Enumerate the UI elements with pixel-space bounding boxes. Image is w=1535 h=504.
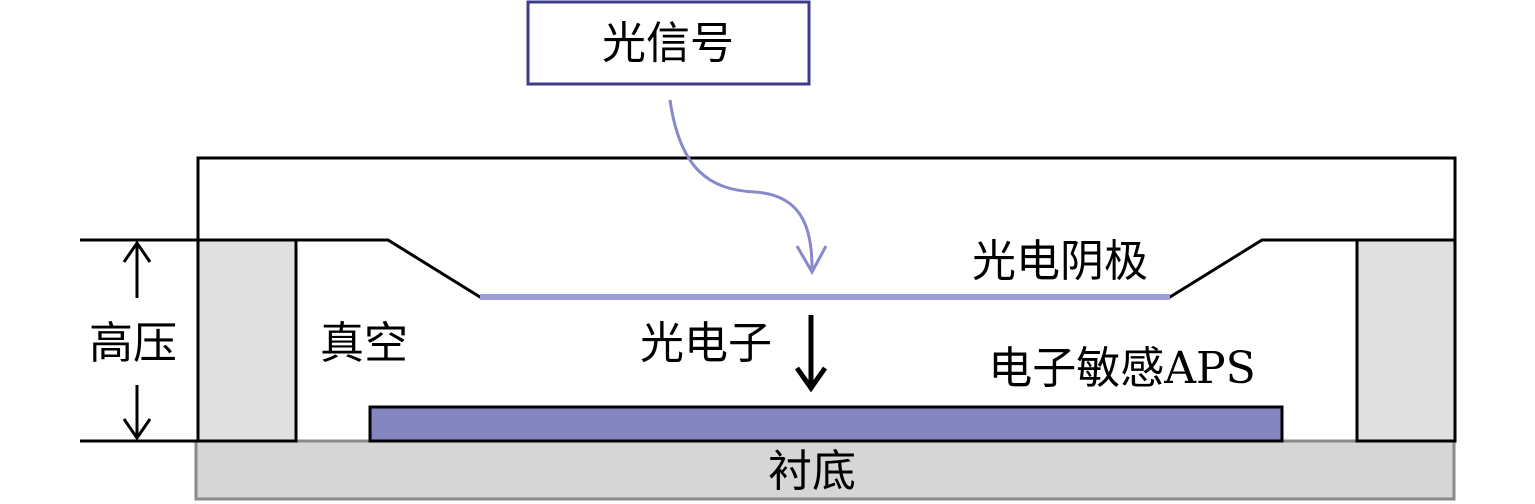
right-pillar	[1355, 238, 1457, 443]
hv-up-arrow-icon	[122, 240, 152, 298]
left-pillar	[196, 238, 298, 443]
high-voltage-label: 高压	[89, 318, 177, 369]
light-signal-box	[526, 0, 811, 86]
photoelectron-arrow-icon	[794, 315, 828, 393]
photoelectron-label: 光电子	[640, 318, 772, 369]
high-voltage-dimension	[80, 238, 198, 443]
aps-chip	[368, 405, 1284, 443]
top-cover	[196, 156, 1457, 240]
substrate-label: 衬底	[768, 446, 856, 497]
photocathode-label: 光电阴极	[972, 236, 1148, 287]
light-signal-arrow-icon	[668, 99, 828, 276]
hv-down-arrow-icon	[122, 385, 152, 441]
substrate-layer	[194, 439, 1456, 501]
aps-label: 电子敏感APS	[988, 343, 1256, 394]
window-inner-profile	[296, 238, 1357, 299]
vacuum-label: 真空	[320, 318, 408, 369]
light-signal-label: 光信号	[602, 18, 734, 69]
